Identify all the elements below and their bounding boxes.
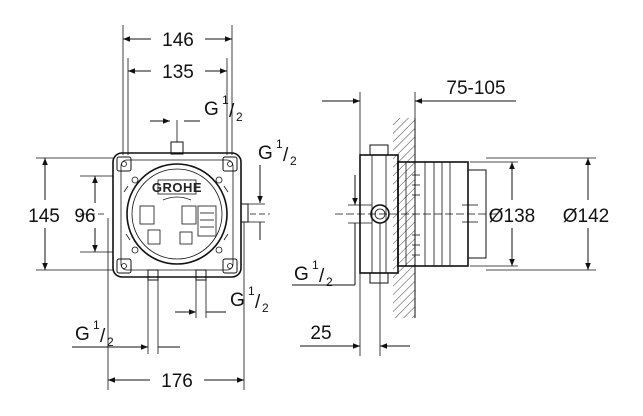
dim-145-label: 145 [28,206,60,227]
svg-text:1: 1 [312,258,319,272]
bottom-outlet-right [195,269,207,281]
svg-text:/: / [319,266,325,287]
wall-hatch [393,118,415,318]
dim-135-label: 135 [162,62,194,83]
svg-text:2: 2 [107,335,114,349]
svg-text:2: 2 [326,275,333,289]
svg-text:2: 2 [262,301,269,315]
dim-146-label: 146 [162,30,194,51]
corner-tab-br [222,258,238,274]
label-plate [197,205,217,237]
dim-145-96: 145 96 [28,157,113,271]
svg-text:/: / [283,145,289,166]
grohe-logo-box [157,179,197,195]
svg-text:1: 1 [222,93,229,107]
svg-text:2: 2 [290,154,297,168]
corner-tab-tl [116,156,132,172]
dim-96-label: 96 [74,206,95,227]
dim-176: 176 [107,218,245,392]
side-view [335,118,500,318]
dim-176-label: 176 [161,371,193,392]
svg-text:/: / [100,326,106,347]
housing-inner [120,159,234,271]
thread-side: G 1 / 2 [292,175,372,289]
svg-text:G: G [230,290,245,311]
thread-bottom-right: G 1 / 2 [175,280,269,318]
svg-text:1: 1 [93,318,100,332]
brand-logo: GROHE [152,180,202,195]
center-dial [126,163,228,265]
front-view: GROHE [80,120,270,281]
thread-bottom-left: G 1 / 2 [72,280,180,354]
bottom-outlet-left [147,269,159,281]
dim-135: 135 [127,58,228,155]
svg-text:2: 2 [236,110,243,124]
svg-text:1: 1 [248,284,255,298]
right-port [240,203,249,223]
dim-d138-label: Ø138 [489,206,535,227]
dim-75-105-label: 75-105 [446,78,505,99]
svg-text:G: G [204,99,219,120]
dim-d142: Ø142 [486,157,609,271]
dim-75-105: 75-105 [322,78,516,155]
svg-text:/: / [255,292,261,313]
corner-tab-bl [116,258,132,274]
dim-146: 146 [122,25,233,155]
svg-text:/: / [229,101,235,122]
svg-text:1: 1 [276,137,283,151]
svg-text:G: G [294,264,309,285]
dim-d142-label: Ø142 [563,206,609,227]
thread-top: G 1 / 2 [150,93,243,124]
dim-25-label: 25 [310,323,331,344]
dim-25: 25 [300,223,410,356]
svg-text:G: G [258,143,273,164]
svg-text:G: G [75,324,90,345]
dim-d138: Ø138 [470,161,535,267]
thread-right: G 1 / 2 [248,137,297,240]
corner-tab-tr [222,156,238,172]
